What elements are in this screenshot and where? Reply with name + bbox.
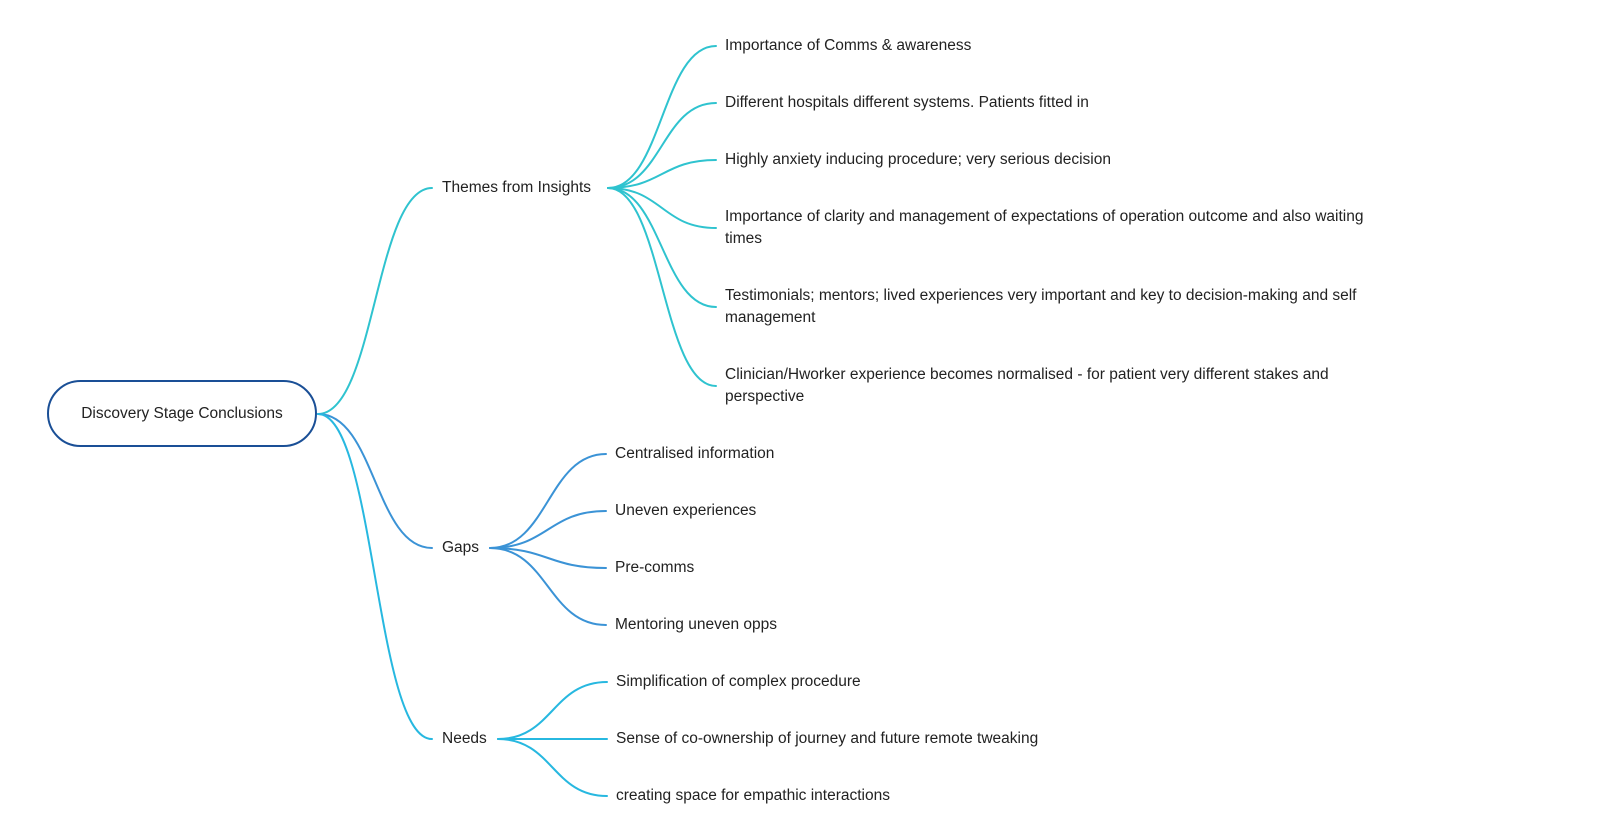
branch-to-leaf-connector [607, 159, 717, 189]
leaf-node[interactable]: Centralised information [615, 443, 774, 465]
leaf-node[interactable]: Clinician/Hworker experience becomes nor… [725, 364, 1395, 408]
leaf-node[interactable]: creating space for empathic interactions [616, 785, 890, 807]
root-to-branch-connector [317, 413, 433, 740]
leaf-label: Sense of co-ownership of journey and fut… [616, 730, 1039, 747]
branch-to-leaf-connector [489, 510, 607, 549]
leaf-label: Importance of clarity and management of … [725, 208, 1364, 247]
root-node-label: Discovery Stage Conclusions [81, 404, 283, 422]
root-to-branch-connector [317, 413, 433, 549]
branch-label: Themes from Insights [442, 179, 592, 196]
branch-to-leaf-connector [497, 681, 608, 740]
leaf-label: Different hospitals different systems. P… [725, 94, 1089, 111]
leaf-label: Testimonials; mentors; lived experiences… [725, 287, 1357, 326]
branch-node-gaps[interactable]: Gaps [442, 537, 479, 559]
leaf-node[interactable]: Testimonials; mentors; lived experiences… [725, 285, 1395, 329]
leaf-label: Highly anxiety inducing procedure; very … [725, 151, 1111, 168]
leaf-node[interactable]: Uneven experiences [615, 500, 756, 522]
root-node[interactable]: Discovery Stage Conclusions [47, 380, 317, 447]
leaf-label: Importance of Comms & awareness [725, 37, 972, 54]
leaf-node[interactable]: Different hospitals different systems. P… [725, 92, 1089, 114]
leaf-node[interactable]: Mentoring uneven opps [615, 614, 777, 636]
branch-to-leaf-connector [607, 187, 717, 387]
leaf-label: Simplification of complex procedure [616, 673, 861, 690]
leaf-node[interactable]: Highly anxiety inducing procedure; very … [725, 149, 1111, 171]
branch-to-leaf-connector [497, 738, 608, 797]
leaf-label: Uneven experiences [615, 502, 757, 519]
branch-label: Needs [442, 730, 487, 747]
branch-to-leaf-connector [489, 453, 607, 549]
leaf-node[interactable]: Simplification of complex procedure [616, 671, 861, 693]
branch-to-leaf-connector [607, 102, 717, 189]
leaf-label: Pre-comms [615, 559, 695, 576]
leaf-node[interactable]: Importance of clarity and management of … [725, 206, 1395, 250]
branch-to-leaf-connector [607, 187, 717, 308]
leaf-label: Clinician/Hworker experience becomes nor… [725, 366, 1329, 405]
leaf-label: Centralised information [615, 445, 775, 462]
branch-to-leaf-connector [607, 45, 717, 189]
leaf-node[interactable]: Sense of co-ownership of journey and fut… [616, 728, 1038, 750]
branch-to-leaf-connector [607, 187, 717, 229]
branch-to-leaf-connector [489, 547, 607, 569]
leaf-node[interactable]: Importance of Comms & awareness [725, 35, 971, 57]
branch-to-leaf-connector [489, 547, 607, 626]
leaf-label: creating space for empathic interactions [616, 787, 890, 804]
branch-label: Gaps [442, 539, 480, 556]
leaf-label: Mentoring uneven opps [615, 616, 778, 633]
leaf-node[interactable]: Pre-comms [615, 557, 694, 579]
branch-node-needs[interactable]: Needs [442, 728, 487, 750]
branch-node-themes[interactable]: Themes from Insights [442, 177, 591, 199]
root-to-branch-connector [317, 187, 433, 415]
